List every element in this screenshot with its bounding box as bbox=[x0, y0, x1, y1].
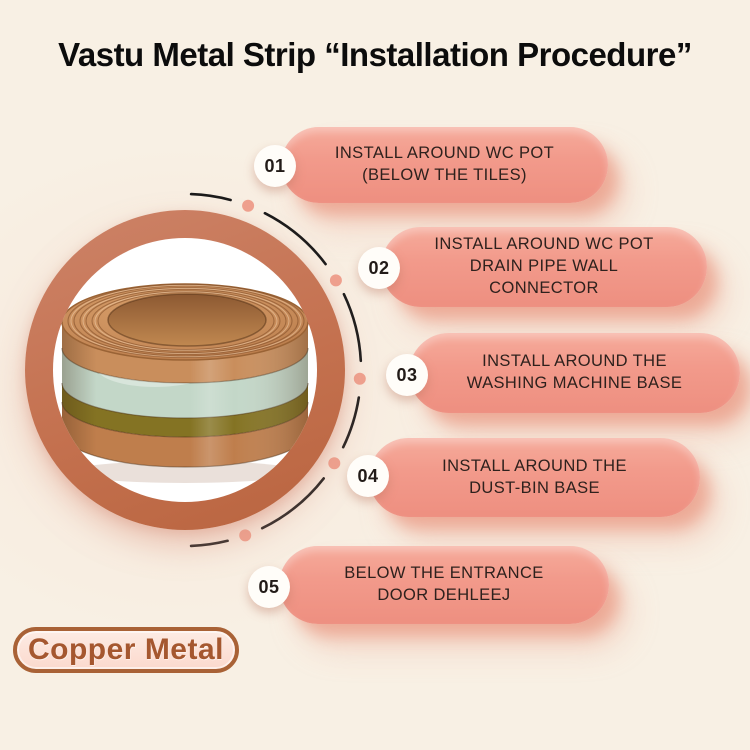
step-pill-5: BELOW THE ENTRANCE DOOR DEHLEEJ bbox=[279, 546, 609, 624]
material-badge-label: Copper Metal bbox=[27, 633, 225, 666]
page-title: Vastu Metal Strip “Installation Procedur… bbox=[58, 36, 692, 73]
product-shadow bbox=[69, 461, 301, 483]
step-4-label: INSTALL AROUND THE DUST-BIN BASE bbox=[442, 456, 627, 497]
step-number-2: 02 bbox=[358, 247, 400, 289]
step-number-4: 04 bbox=[347, 455, 389, 497]
product-photo-copper-strip-roll bbox=[61, 283, 309, 483]
coil-hole bbox=[107, 293, 267, 347]
step-pill-2: INSTALL AROUND WC POT DRAIN PIPE WALL CO… bbox=[381, 227, 707, 307]
connector-dot bbox=[329, 274, 342, 287]
step-1-label: INSTALL AROUND WC POT (BELOW THE TILES) bbox=[334, 144, 555, 184]
connector-dot bbox=[242, 199, 255, 212]
connector-dot bbox=[239, 529, 252, 542]
coil-top bbox=[61, 283, 309, 361]
connector-dot bbox=[328, 457, 341, 470]
step-number-3: 03 bbox=[386, 354, 428, 396]
material-badge: Copper Metal bbox=[13, 627, 239, 673]
step-pill-1: INSTALL AROUND WC POT (BELOW THE TILES) bbox=[281, 127, 608, 203]
step-3-label: INSTALL AROUND THE WASHING MACHINE BASE bbox=[466, 352, 683, 392]
step-number-1: 01 bbox=[254, 145, 296, 187]
step-5-label: BELOW THE ENTRANCE DOOR DEHLEEJ bbox=[344, 564, 544, 604]
step-number-5: 05 bbox=[248, 566, 290, 608]
connector-dot bbox=[353, 372, 366, 385]
step-2-label: INSTALL AROUND WC POT DRAIN PIPE WALL CO… bbox=[434, 235, 654, 297]
step-pill-3: INSTALL AROUND THE WASHING MACHINE BASE bbox=[409, 333, 740, 413]
product-frame-ring bbox=[25, 210, 345, 530]
step-pill-4: INSTALL AROUND THE DUST-BIN BASE bbox=[369, 438, 700, 517]
strip-bands bbox=[61, 322, 309, 468]
